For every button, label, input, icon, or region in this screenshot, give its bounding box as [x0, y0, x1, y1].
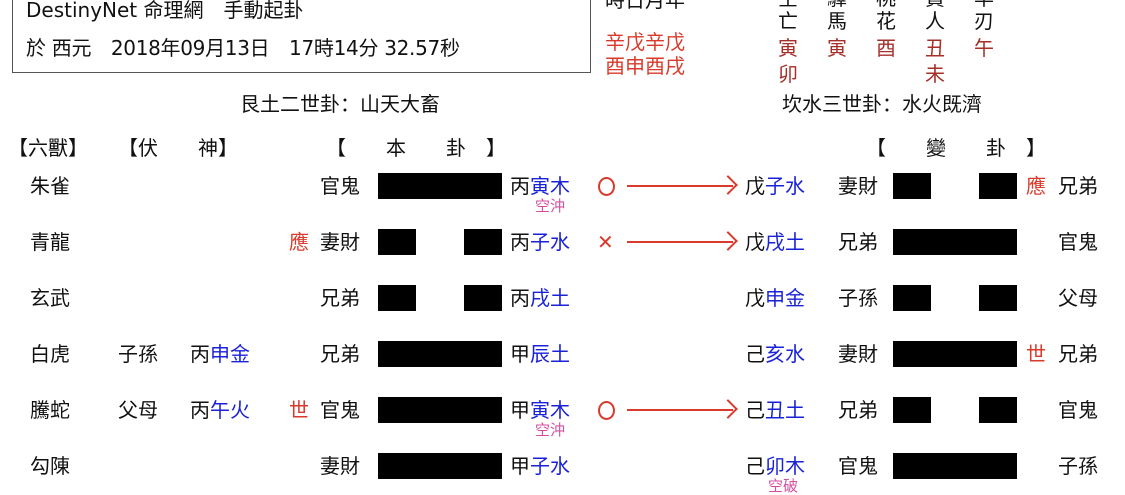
- six-beast: 青龍: [30, 230, 70, 254]
- shensha-top: 驛: [827, 0, 847, 8]
- pillar-labels: 時日月年: [605, 0, 685, 12]
- shensha-name: 馬: [827, 9, 847, 33]
- yang-line: [378, 173, 502, 199]
- stem-branch: 甲子水: [510, 454, 570, 478]
- yin-line-right: [464, 229, 502, 255]
- stem-branch: 甲寅木: [510, 398, 570, 422]
- base-hexagram-name: 艮土二世卦：山天大畜: [240, 92, 440, 116]
- shensha-name: 刃: [974, 9, 994, 33]
- shensha-branch: 卯: [778, 62, 798, 86]
- yang-line: [378, 453, 502, 479]
- moving-yang-circle-icon: [598, 177, 615, 196]
- changed-shi-ying-marker: 世: [1026, 342, 1046, 366]
- changed-relation-right: 父母: [1058, 286, 1098, 310]
- yin-line-right: [979, 173, 1017, 199]
- shi-ying-marker: 世: [289, 398, 309, 422]
- changed-relation: 妻財: [838, 342, 878, 366]
- shensha-name: 亡: [778, 9, 798, 33]
- change-arrow-icon: [627, 185, 733, 187]
- relation: 兄弟: [320, 286, 360, 310]
- yang-line: [893, 453, 1017, 479]
- stem-branch: 丙寅木: [510, 174, 570, 198]
- yin-line-right: [979, 285, 1017, 311]
- header-base-hexagram: 【 本 卦 】: [326, 136, 506, 160]
- yang-line: [893, 341, 1017, 367]
- changed-relation-right: 官鬼: [1058, 230, 1098, 254]
- changed-shi-ying-marker: 應: [1026, 174, 1046, 198]
- six-beast: 朱雀: [30, 174, 70, 198]
- changed-relation: 兄弟: [838, 398, 878, 422]
- moving-yin-cross-icon: ✕: [597, 230, 614, 254]
- shensha-top: 空: [778, 0, 798, 8]
- shensha-branch: 寅: [827, 36, 847, 60]
- yang-line: [893, 229, 1017, 255]
- yin-line-left: [893, 397, 931, 423]
- changed-relation-right: 官鬼: [1058, 398, 1098, 422]
- changed-relation: 兄弟: [838, 230, 878, 254]
- shensha-branch: 寅: [778, 36, 798, 60]
- hidden-stem-branch: 丙申金: [190, 342, 250, 366]
- header-datetime: 於 西元 2018年09月13日 17時14分 32.57秒: [26, 36, 460, 60]
- changed-stem-branch: 戊申金: [745, 286, 805, 310]
- relation: 妻財: [320, 454, 360, 478]
- changed-hexagram-name: 坎水三世卦：水火既濟: [782, 92, 982, 116]
- relation: 妻財: [320, 230, 360, 254]
- six-beast: 玄武: [30, 286, 70, 310]
- six-beast: 騰蛇: [30, 398, 70, 422]
- changed-relation-right: 子孫: [1058, 454, 1098, 478]
- yin-line-right: [464, 285, 502, 311]
- yin-line-left: [893, 173, 931, 199]
- yang-line: [378, 341, 502, 367]
- yin-line-right: [979, 397, 1017, 423]
- shensha-branch: 午: [974, 36, 994, 60]
- shi-ying-marker: 應: [289, 230, 309, 254]
- header-beasts: 【六獸】: [8, 136, 88, 160]
- relation: 官鬼: [320, 174, 360, 198]
- shensha-branch: 酉: [876, 36, 896, 60]
- void-clash-note: 空沖: [535, 421, 566, 439]
- moving-yang-circle-icon: [598, 401, 615, 420]
- changed-relation-right: 兄弟: [1058, 174, 1098, 198]
- hidden-relation: 父母: [118, 398, 158, 422]
- six-beast: 勾陳: [30, 454, 70, 478]
- changed-stem-branch: 己亥水: [745, 342, 805, 366]
- hidden-relation: 子孫: [118, 342, 158, 366]
- shensha-branch: 丑: [925, 36, 945, 60]
- header-box: [12, 0, 591, 73]
- void-clash-note: 空沖: [535, 197, 566, 215]
- changed-relation-right: 兄弟: [1058, 342, 1098, 366]
- header-title: DestinyNet 命理網 手動起卦: [26, 0, 304, 22]
- stem-branch: 丙子水: [510, 230, 570, 254]
- changed-relation: 子孫: [838, 286, 878, 310]
- shensha-top: 貴: [925, 0, 945, 8]
- change-arrow-icon: [627, 409, 733, 411]
- relation: 官鬼: [320, 398, 360, 422]
- yin-line-left: [378, 285, 416, 311]
- shensha-top: 羊: [974, 0, 994, 8]
- pillar-branches: 酉申酉戌: [605, 54, 685, 78]
- changed-stem-branch: 戊子水: [745, 174, 805, 198]
- stem-branch: 甲辰土: [510, 342, 570, 366]
- change-arrow-icon: [627, 241, 733, 243]
- changed-note: 空破: [768, 477, 799, 495]
- changed-stem-branch: 己丑土: [745, 398, 805, 422]
- yin-line-left: [378, 229, 416, 255]
- changed-relation: 官鬼: [838, 454, 878, 478]
- stem-branch: 丙戌土: [510, 286, 570, 310]
- pillar-stems: 辛戊辛戊: [605, 30, 685, 54]
- yang-line: [378, 397, 502, 423]
- shensha-top: 桃: [876, 0, 896, 8]
- shensha-branch: 未: [925, 62, 945, 86]
- changed-stem-branch: 戊戌土: [745, 230, 805, 254]
- shensha-name: 花: [876, 9, 896, 33]
- yin-line-left: [893, 285, 931, 311]
- changed-relation: 妻財: [838, 174, 878, 198]
- hidden-stem-branch: 丙午火: [190, 398, 250, 422]
- header-hidden-spirit: 【伏 神】: [118, 136, 238, 160]
- relation: 兄弟: [320, 342, 360, 366]
- header-changed-hexagram: 【 變 卦 】: [866, 136, 1046, 160]
- six-beast: 白虎: [30, 342, 70, 366]
- shensha-name: 人: [925, 9, 945, 33]
- changed-stem-branch: 己卯木: [745, 454, 805, 478]
